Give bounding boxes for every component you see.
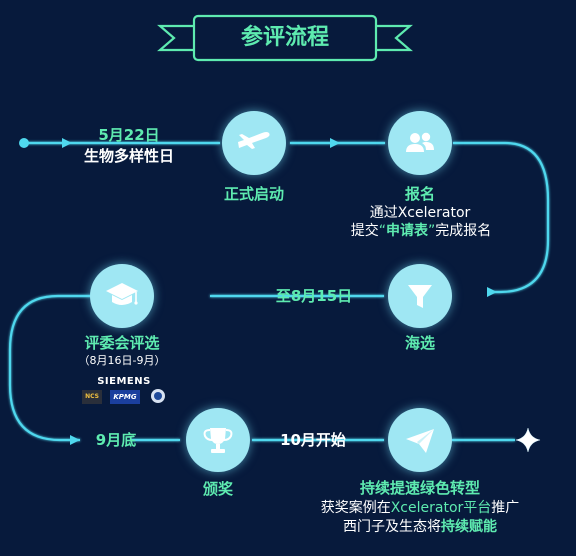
title-banner: 参评流程	[150, 10, 420, 66]
graduation-cap-icon	[106, 283, 138, 305]
committee-node	[90, 264, 154, 328]
signup-line2-post: 完成报名	[435, 223, 492, 239]
transform-line1-pre: 获奖案例在	[320, 500, 391, 516]
kpmg-logo: KPMG	[110, 390, 140, 404]
ncs-logo-text: NCS	[85, 393, 99, 400]
transform-node	[388, 408, 452, 472]
signup-node	[388, 111, 452, 175]
transform-label: 持续提速绿色转型	[359, 479, 480, 497]
screening-label: 海选	[404, 334, 435, 352]
transform-when: 10月开始	[280, 431, 346, 449]
transform-line2: 西门子及生态将持续赋能	[310, 518, 530, 536]
users-icon	[406, 132, 434, 152]
award-node	[186, 408, 250, 472]
page-title: 参评流程	[240, 25, 329, 50]
committee-label: 评委会评选	[84, 334, 160, 352]
signup-highlight: 申请表	[386, 223, 428, 239]
seal-logo	[151, 389, 165, 403]
ncs-logo: NCS	[82, 390, 102, 404]
start-date: 5月22日	[98, 126, 160, 144]
funnel-icon	[408, 285, 432, 308]
transform-line1-highlight: Xcelerator平台	[390, 500, 492, 516]
transform-line2-pre: 西门子及生态将	[343, 519, 441, 535]
paper-plane-icon	[406, 429, 434, 453]
kpmg-logo-text: KPMG	[113, 393, 137, 401]
siemens-logo: SIEMENS	[97, 376, 151, 387]
award-when: 9月底	[95, 431, 137, 449]
award-label: 颁奖	[202, 480, 233, 498]
screening-until: 至8月15日	[275, 287, 353, 305]
banner-frame	[157, 14, 413, 62]
signup-line2: 提交“申请表”完成报名	[326, 222, 516, 240]
signup-quote-close: ”	[428, 223, 436, 239]
screening-node	[388, 264, 452, 328]
airplane-icon	[238, 132, 270, 149]
launch-node	[222, 111, 286, 175]
trophy-icon	[203, 428, 233, 453]
launch-label: 正式启动	[223, 185, 284, 203]
signup-label: 报名	[404, 185, 435, 203]
committee-period: （8月16日-9月）	[78, 354, 166, 367]
transform-line2-highlight: 持续赋能	[441, 519, 497, 535]
transform-line1: 获奖案例在Xcelerator平台推广	[300, 499, 540, 517]
transform-line1-post: 推广	[491, 500, 520, 516]
signup-line2-pre: 提交	[350, 223, 379, 239]
start-label: 生物多样性日	[83, 147, 174, 165]
signup-quote-open: “	[378, 223, 386, 239]
signup-line1: 通过Xcelerator	[369, 205, 471, 221]
